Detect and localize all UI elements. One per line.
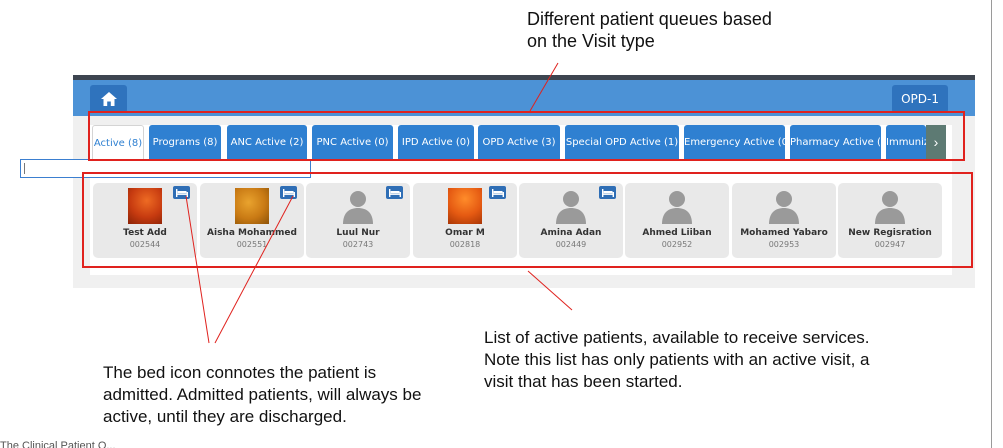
patient-card[interactable]: Omar M 002818	[413, 183, 517, 258]
chevron-right-icon: ›	[933, 134, 939, 150]
patient-name: Luul Nur	[336, 228, 380, 238]
user-avatar-icon	[341, 188, 375, 224]
tab-scroll-right-button[interactable]: ›	[926, 125, 946, 160]
annotation-active-list: List of active patients, available to re…	[484, 328, 870, 391]
patient-card[interactable]: Mohamed Yabaro 002953	[732, 183, 836, 258]
user-avatar-icon	[767, 188, 801, 224]
patient-id: 002743	[342, 240, 374, 249]
location-button[interactable]: OPD-1	[892, 85, 948, 113]
patient-name: New Regisration	[848, 228, 932, 238]
annotation-highlight-tabs	[88, 111, 965, 161]
patient-name: Ahmed Liiban	[642, 228, 712, 238]
patient-id: 002953	[768, 240, 800, 249]
annotation-queues: Different patient queues based on the Vi…	[527, 9, 772, 51]
patient-name: Omar M	[445, 228, 485, 238]
patient-card[interactable]: Test Add 002544	[93, 183, 197, 258]
annotation-bed-icon: The bed icon connotes the patient is adm…	[103, 363, 422, 426]
tab-ipd-active[interactable]: IPD Active (0)	[398, 125, 474, 160]
bed-icon	[489, 186, 506, 199]
patient-name: Mohamed Yabaro	[740, 228, 828, 238]
home-button[interactable]	[90, 85, 127, 113]
tab-anc-active[interactable]: ANC Active (2)	[227, 125, 307, 160]
tab-pnc-active[interactable]: PNC Active (0)	[312, 125, 393, 160]
tab-opd-active[interactable]: OPD Active (3)	[478, 125, 560, 160]
patient-id: 002947	[874, 240, 906, 249]
patient-id: 002952	[661, 240, 693, 249]
annotation-highlight-patients	[82, 172, 973, 268]
queue-tabs: Active (8) Programs (8) ANC Active (2) P…	[90, 125, 952, 160]
patient-id: 002544	[129, 240, 161, 249]
tab-programs[interactable]: Programs (8)	[149, 125, 221, 160]
patient-id: 002449	[555, 240, 587, 249]
patient-photo	[448, 188, 482, 224]
patient-id: 002818	[449, 240, 481, 249]
patient-photo	[128, 188, 162, 224]
user-avatar-icon	[554, 188, 588, 224]
patient-name: Amina Adan	[540, 228, 602, 238]
patient-name: Test Add	[123, 228, 167, 238]
user-avatar-icon	[660, 188, 694, 224]
figure-caption: The Clinical Patient Q...	[0, 440, 116, 448]
patient-card[interactable]: New Regisration 002947	[838, 183, 942, 258]
tab-emergency-active[interactable]: Emergency Active (0)	[684, 125, 785, 160]
bed-icon	[173, 186, 190, 199]
tab-active[interactable]: Active (8)	[92, 125, 144, 160]
bed-icon	[280, 186, 297, 199]
page-divider	[991, 0, 992, 448]
patient-card[interactable]: Amina Adan 002449	[519, 183, 623, 258]
patient-card[interactable]: Ahmed Liiban 002952	[625, 183, 729, 258]
tab-pharmacy-active[interactable]: Pharmacy Active (1)	[790, 125, 881, 160]
bed-icon	[599, 186, 616, 199]
tab-special-opd-active[interactable]: Special OPD Active (1)	[565, 125, 679, 160]
bed-icon	[386, 186, 403, 199]
patient-card[interactable]: Luul Nur 002743	[306, 183, 410, 258]
top-bar: OPD-1	[73, 75, 975, 116]
home-icon	[100, 92, 117, 106]
user-avatar-icon	[873, 188, 907, 224]
tab-immunization[interactable]: Immuniz...	[886, 125, 926, 160]
